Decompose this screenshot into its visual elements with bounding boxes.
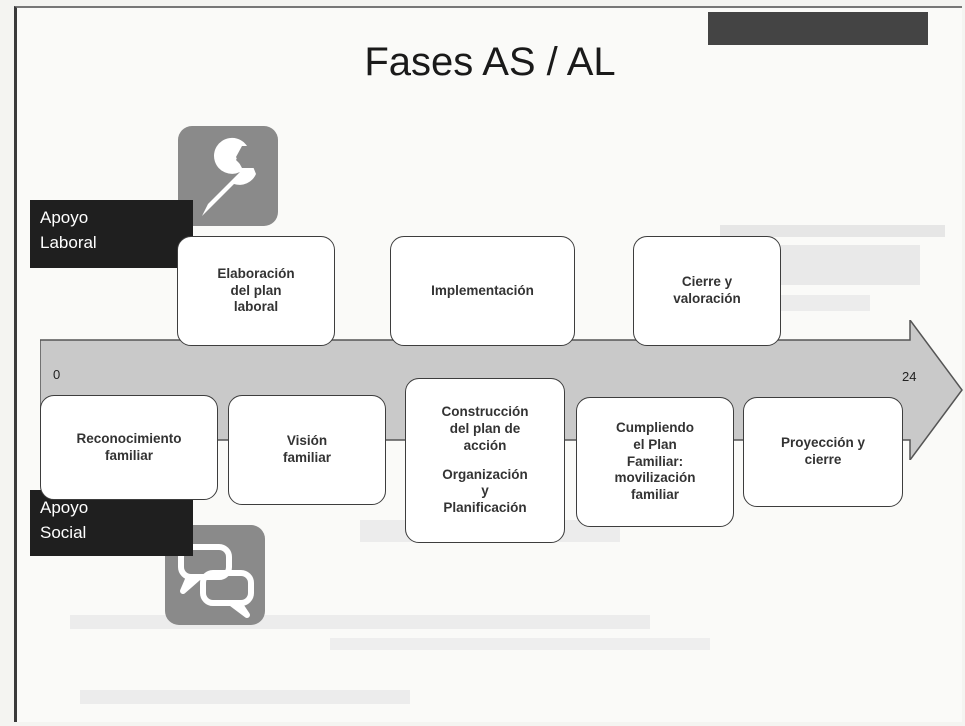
phase-box-vision: Visión familiar [228, 395, 386, 505]
timeline-start-label: 0 [53, 367, 61, 382]
slide-title: Fases AS / AL [364, 40, 616, 84]
phase-box-reconocimiento: Reconocimiento familiar [40, 395, 218, 500]
corner-bar [708, 12, 928, 45]
phase-box-proyeccion: Proyección y cierre [743, 397, 903, 507]
phase-box-cierre-valoracion: Cierre y valoración [633, 236, 781, 346]
phase-box-elaboracion: Elaboración del plan laboral [177, 236, 335, 346]
phase-box-construccion: Construcción del plan de acción Organiza… [405, 378, 565, 543]
wrench-icon [178, 126, 278, 226]
phase-box-implementacion: Implementación [390, 236, 575, 346]
apoyo-social-tag: Apoyo Social [30, 490, 193, 556]
apoyo-laboral-tag: Apoyo Laboral [30, 200, 193, 268]
ghost-lines [70, 520, 920, 710]
timeline-end-label: 24 [902, 369, 917, 384]
phase-box-cumpliendo: Cumpliendo el Plan Familiar: movilizació… [576, 397, 734, 527]
